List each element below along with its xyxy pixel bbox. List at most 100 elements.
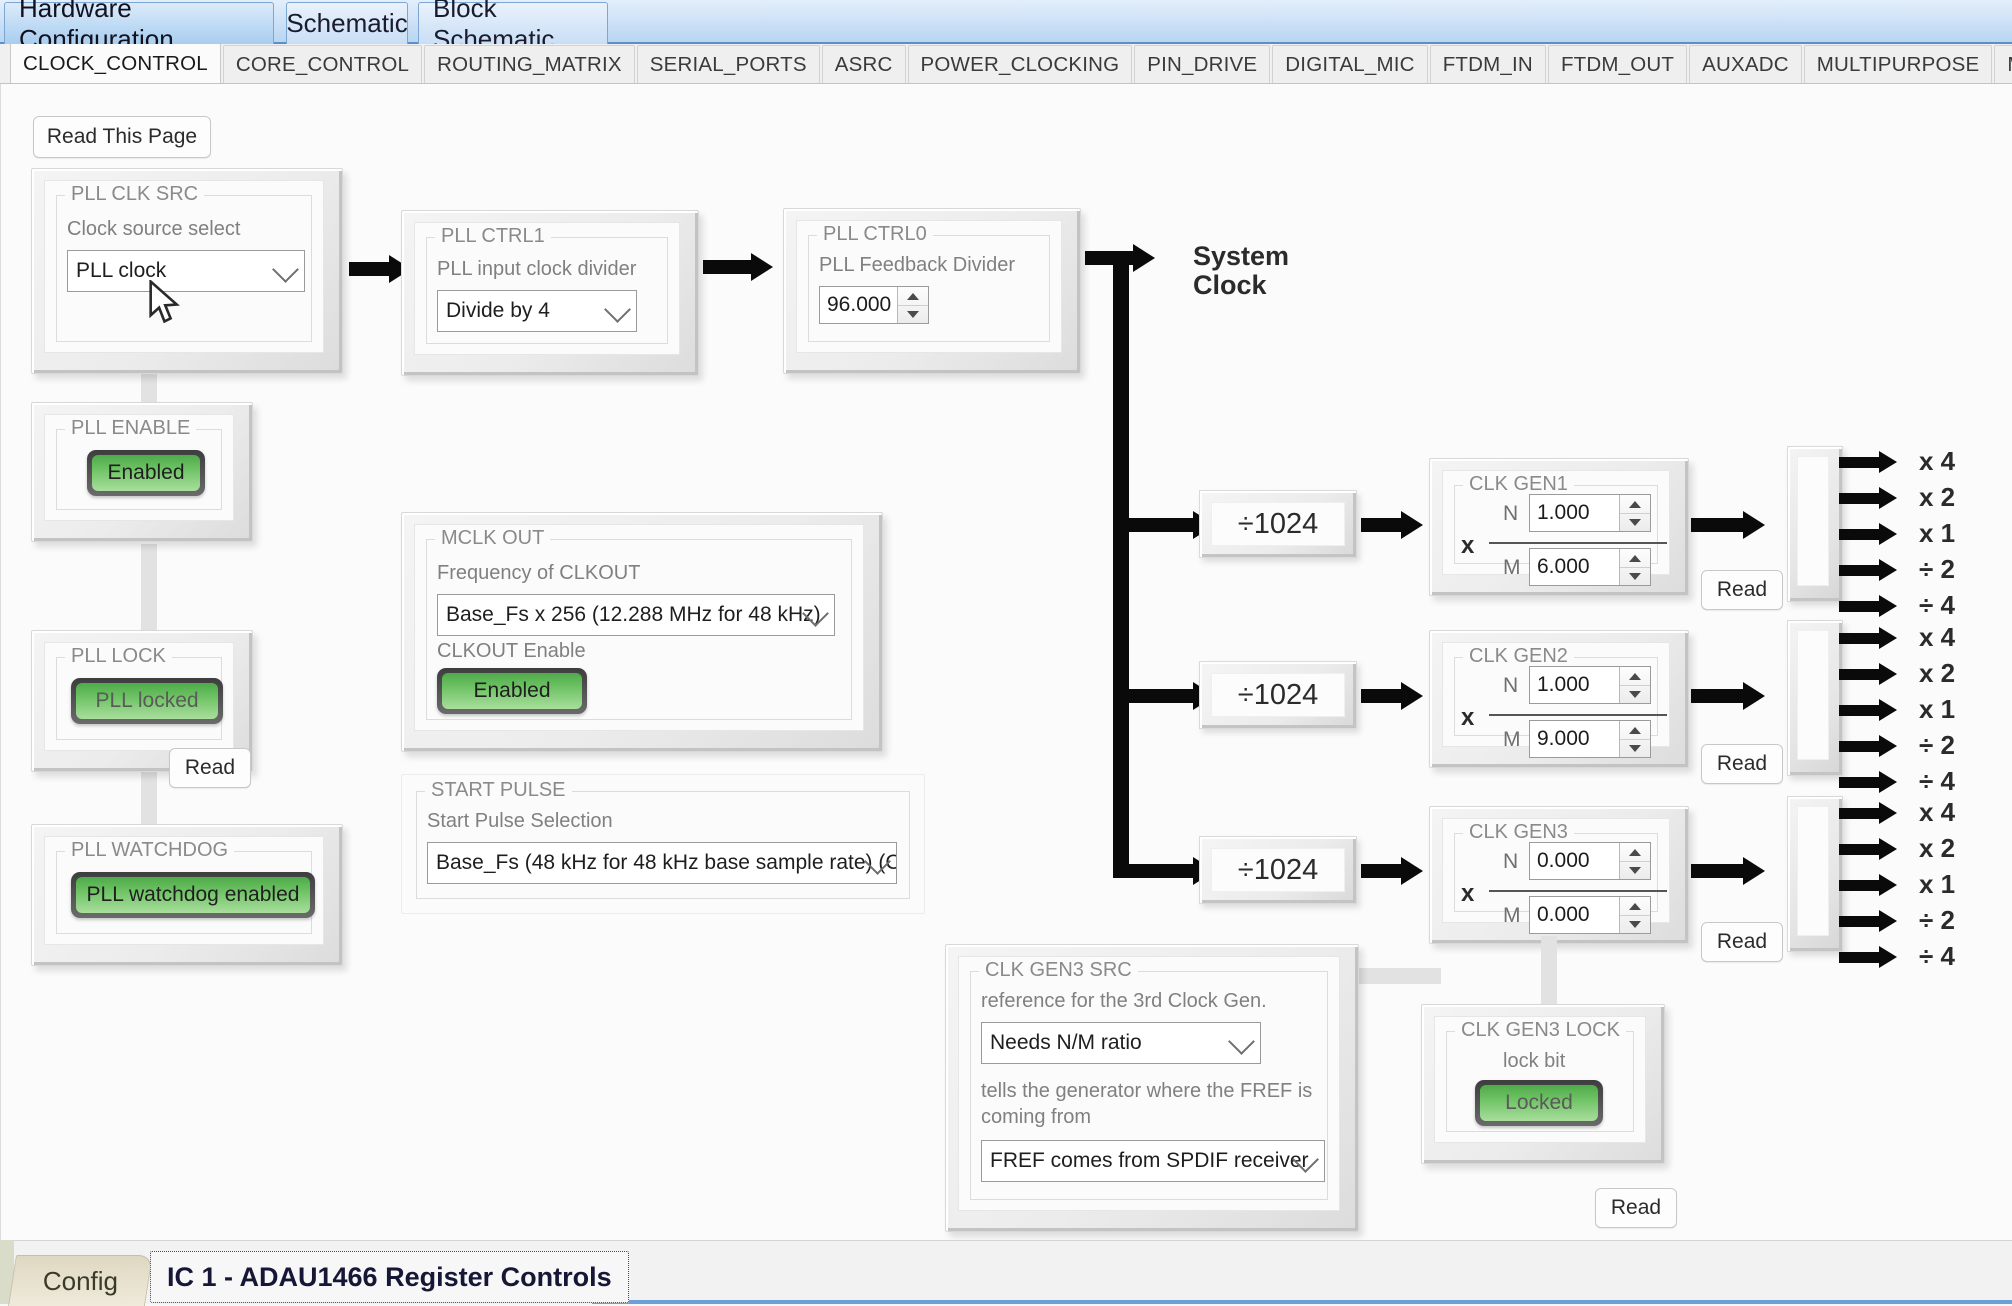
clk-gen3-panel: CLK GEN3 x N 0.000 M 0.000 <box>1429 806 1689 944</box>
clk-gen3-read-button[interactable]: Read <box>1701 922 1783 962</box>
status-tab-ic1-register-controls[interactable]: IC 1 - ADAU1466 Register Controls <box>150 1251 629 1303</box>
tab-label: ROUTING_MATRIX <box>437 52 622 76</box>
clk-gen3-src-groupbox: CLK GEN3 SRC reference for the 3rd Clock… <box>970 959 1328 1200</box>
read-this-page-button[interactable]: Read This Page <box>33 116 211 158</box>
clk-gen3-output-bar <box>1787 796 1843 952</box>
window-tab-schematic[interactable]: Schematic <box>286 2 408 44</box>
spin-down-icon[interactable] <box>1620 568 1650 586</box>
tab-power-clocking[interactable]: POWER_CLOCKING <box>907 45 1133 83</box>
start-pulse-groupbox: START PULSE Start Pulse Selection Base_F… <box>416 779 910 899</box>
clk-gen3-lock-state: Locked <box>1480 1085 1598 1121</box>
clk-gen3-n-label: N <box>1503 850 1519 873</box>
pll-enable-led[interactable]: Enabled <box>87 450 205 496</box>
bar-inner <box>1797 456 1829 586</box>
tab-ftdm-in[interactable]: FTDM_IN <box>1429 45 1546 83</box>
clk-gen1-read-button[interactable]: Read <box>1701 570 1783 610</box>
clk-gen2-read-button[interactable]: Read <box>1701 744 1783 784</box>
pll-enable-groupbox: PLL ENABLE Enabled <box>56 417 222 510</box>
spinbox-arrows[interactable] <box>1619 495 1650 531</box>
spin-up-icon[interactable] <box>1620 667 1650 686</box>
spin-down-icon[interactable] <box>1620 514 1650 532</box>
status-tab-config[interactable]: Config <box>7 1255 154 1306</box>
mclk-out-groupbox: MCLK OUT Frequency of CLKOUT Base_Fs x 2… <box>426 527 852 720</box>
clk-gen1-n-spinbox[interactable]: 1.000 <box>1529 494 1651 532</box>
tab-auxadc[interactable]: AUXADC <box>1689 45 1802 83</box>
clk-gen3-m-label: M <box>1503 904 1521 927</box>
pll-lock-led[interactable]: PLL locked <box>71 678 223 724</box>
clk-gen2-output-0: x 4 <box>1919 622 1956 652</box>
spin-down-icon[interactable] <box>1620 862 1650 880</box>
tab-asrc[interactable]: ASRC <box>821 45 906 83</box>
spinbox-arrows[interactable] <box>1619 843 1650 879</box>
spinbox-arrows[interactable] <box>1619 549 1650 585</box>
clk-gen3-src-fref-label-2: coming from <box>981 1106 1092 1128</box>
status-tab-label: Config <box>42 1265 118 1296</box>
spin-up-icon[interactable] <box>1620 843 1650 862</box>
tab-pin-drive[interactable]: PIN_DRIVE <box>1134 45 1271 83</box>
clk-gen1-n-label: N <box>1503 502 1519 525</box>
spin-down-icon[interactable] <box>1620 686 1650 704</box>
connector-line <box>349 262 391 276</box>
frequency-of-clkout-combo[interactable]: Base_Fs x 256 (12.288 MHz for 48 kHz) <box>437 594 835 636</box>
window-tab-hardware-configuration[interactable]: Hardware Configuration <box>4 0 274 54</box>
pll-watchdog-groupbox: PLL WATCHDOG PLL watchdog enabled <box>56 839 315 934</box>
arrow-icon <box>1401 682 1423 710</box>
tab-multipurpose[interactable]: MULTIPURPOSE <box>1803 45 1993 83</box>
tab-label: AUXADC <box>1702 52 1789 76</box>
bar-inner <box>1797 806 1829 936</box>
clk-gen1-output-3: ÷ 2 <box>1919 554 1955 584</box>
spinbox-arrows[interactable] <box>1619 897 1650 933</box>
spin-down-icon[interactable] <box>1620 916 1650 934</box>
status-bar: Config IC 1 - ADAU1466 Register Controls <box>0 1240 2012 1306</box>
pll-input-clock-divider-combo[interactable]: Divide by 4 <box>437 290 637 332</box>
arrow-icon <box>1879 910 1897 932</box>
button-label: Read <box>1716 752 1768 775</box>
tab-serial-ports[interactable]: SERIAL_PORTS <box>636 45 820 83</box>
clk-gen2-groupbox: CLK GEN2 x N 1.000 M 9.000 <box>1454 645 1667 758</box>
arrow-icon <box>1879 523 1897 545</box>
spin-up-icon[interactable] <box>1620 897 1650 916</box>
clock-source-select-combo[interactable]: PLL clock <box>67 250 305 292</box>
clk-gen3-src-fref-combo[interactable]: FREF comes from SPDIF receiver <box>981 1140 1325 1182</box>
spinbox-arrows[interactable] <box>1619 721 1650 757</box>
spinbox-value: 1.000 <box>1537 673 1590 696</box>
spin-up-icon[interactable] <box>1620 721 1650 740</box>
spin-up-icon[interactable] <box>1620 549 1650 568</box>
tab-ftdm-out[interactable]: FTDM_OUT <box>1547 45 1688 83</box>
clk-gen3-m-spinbox[interactable]: 0.000 <box>1529 896 1651 934</box>
tab-clock-control[interactable]: CLOCK_CONTROL <box>10 44 221 83</box>
tab-routing-matrix[interactable]: ROUTING_MATRIX <box>424 45 635 83</box>
clk-gen2-n-spinbox[interactable]: 1.000 <box>1529 666 1651 704</box>
tab-core-control[interactable]: CORE_CONTROL <box>222 45 423 83</box>
start-pulse-selection-combo[interactable]: Base_Fs (48 kHz for 48 kHz base sample r… <box>427 842 897 884</box>
clk-gen1-m-spinbox[interactable]: 6.000 <box>1529 548 1651 586</box>
window-tab-block-schematic[interactable]: Block Schematic <box>418 0 608 54</box>
spin-up-icon[interactable] <box>1620 495 1650 514</box>
fraction-bar <box>1489 714 1667 716</box>
diagram-canvas: Read This Page PLL CLK SRC Clock source … <box>0 84 2012 1288</box>
spin-down-icon[interactable] <box>1620 740 1650 758</box>
tab-multipurp[interactable]: MULTIPURP <box>1994 45 2012 83</box>
bus-branch-1 <box>1113 518 1199 532</box>
spin-down-icon[interactable] <box>898 306 928 324</box>
spin-up-icon[interactable] <box>898 287 928 306</box>
clk-gen2-m-spinbox[interactable]: 9.000 <box>1529 720 1651 758</box>
connector-line <box>1691 518 1749 532</box>
spinbox-arrows[interactable] <box>1619 667 1650 703</box>
tab-label: DIGITAL_MIC <box>1285 52 1415 76</box>
bus-line-horizontal <box>1085 251 1137 265</box>
clkout-enable-led[interactable]: Enabled <box>437 668 587 714</box>
spinbox-arrows[interactable] <box>897 287 928 323</box>
clk-gen3-lock-read-button[interactable]: Read <box>1595 1188 1677 1228</box>
pll-feedback-divider-spinbox[interactable]: 96.000 <box>819 286 929 324</box>
pll-lock-read-button[interactable]: Read <box>169 748 251 788</box>
arrow-icon <box>1879 559 1897 581</box>
mouse-cursor <box>149 280 180 324</box>
pll-watchdog-led[interactable]: PLL watchdog enabled <box>71 872 315 918</box>
clk-gen3-lock-led[interactable]: Locked <box>1475 1080 1603 1126</box>
clk-gen3-n-spinbox[interactable]: 0.000 <box>1529 842 1651 880</box>
connector-line <box>1361 518 1407 532</box>
tab-digital-mic[interactable]: DIGITAL_MIC <box>1272 45 1428 83</box>
clk-gen3-src-ref-combo[interactable]: Needs N/M ratio <box>981 1022 1261 1064</box>
